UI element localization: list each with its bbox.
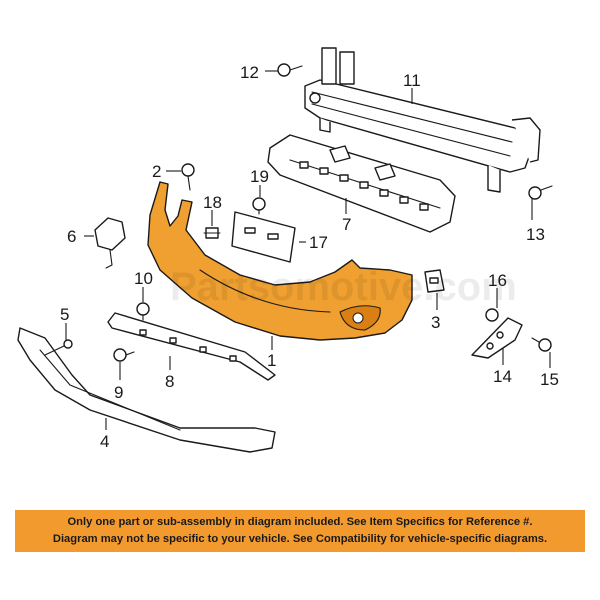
callout-16: 16 (488, 271, 507, 290)
callout-2: 2 (152, 162, 161, 181)
notice-banner: Only one part or sub-assembly in diagram… (15, 510, 585, 552)
callout-5: 5 (60, 305, 69, 324)
callout-1: 1 (267, 351, 276, 370)
lower-spoiler-part[interactable] (17, 327, 276, 453)
callout-11: 11 (403, 71, 421, 90)
side-bracket-part[interactable] (471, 317, 523, 359)
callout-12: 12 (240, 63, 259, 82)
notice-line-1: Only one part or sub-assembly in diagram… (67, 516, 533, 528)
callout-labels: 12 11 2 19 18 6 17 7 13 3 10 16 5 1 9 8 … (60, 63, 559, 451)
callout-4: 4 (100, 432, 109, 451)
reinforcement-beam-part[interactable] (304, 47, 541, 193)
callout-10: 10 (134, 269, 153, 288)
bumper-cover-part[interactable] (147, 181, 413, 341)
callout-14: 14 (493, 367, 512, 386)
notice-line-2: Diagram may not be specific to your vehi… (52, 533, 548, 545)
callout-13: 13 (526, 225, 545, 244)
bolt-part-15[interactable] (531, 337, 552, 352)
callout-3: 3 (431, 313, 440, 332)
leader-lines (65, 70, 551, 430)
clip-part-16[interactable] (485, 308, 499, 322)
bolt-part-13[interactable] (528, 185, 553, 200)
clip-part[interactable] (424, 269, 445, 293)
rivet-part[interactable] (44, 339, 73, 356)
energy-absorber-part[interactable] (267, 134, 456, 233)
callout-15: 15 (540, 370, 559, 389)
lower-reinforcement-part[interactable] (107, 312, 276, 381)
bolt-part-9[interactable] (113, 348, 135, 362)
callout-19: 19 (250, 167, 269, 186)
callout-18: 18 (203, 193, 222, 212)
callout-9: 9 (114, 383, 123, 402)
screw-part[interactable] (181, 163, 195, 191)
callout-17: 17 (309, 233, 328, 252)
license-bracket-part[interactable] (231, 211, 296, 263)
callout-6: 6 (67, 227, 76, 246)
watermark-text: Partsomotive.com (170, 265, 517, 309)
callout-8: 8 (165, 372, 174, 391)
push-pin-part[interactable] (252, 197, 266, 215)
tow-hook-cover-part[interactable] (94, 217, 126, 269)
retainer-part[interactable] (203, 227, 221, 239)
bolt-part[interactable] (277, 63, 303, 77)
clip-fastener-part[interactable] (136, 302, 150, 321)
callout-7: 7 (342, 215, 351, 234)
